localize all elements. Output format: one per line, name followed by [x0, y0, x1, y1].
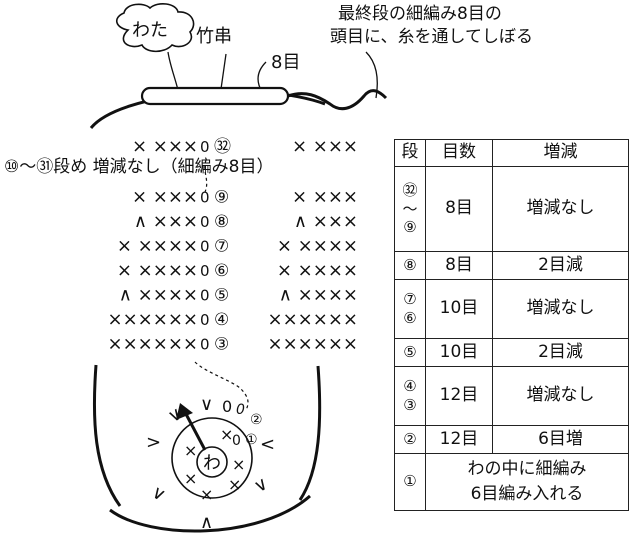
svg-text:<: <	[260, 434, 275, 455]
chain-label: 0	[232, 433, 241, 449]
svg-text:0: 0	[236, 402, 245, 418]
header-count: 目数	[425, 139, 493, 167]
magic-ring: わ × 0 ① × × × × × ∨ 0 0 ② < ∨ ∧ ∨ > ∨	[146, 394, 275, 533]
table-row: ⑦ ⑥ 10目 増減なし	[394, 279, 629, 339]
row-number-cell: ⑧	[394, 251, 426, 280]
svg-text:×: ×	[200, 485, 213, 504]
chain-stitch-mark: 0	[200, 213, 210, 231]
skewer-label: 竹串	[196, 26, 232, 47]
round1-label: ①	[245, 432, 258, 448]
svg-text:×: ×	[220, 425, 233, 444]
ring-center-label: わ	[203, 453, 221, 474]
row-number-cell: ⑦ ⑥	[394, 279, 426, 339]
chart-row-number: ④	[214, 310, 229, 330]
first-round-note-cell: わの中に細編み 6目編み入れる	[425, 453, 629, 511]
chart-row-left-stitches: × ××××	[117, 260, 198, 281]
chart-row-right-stitches: × ×××	[292, 136, 358, 157]
stitch-count-cell: 10目	[425, 279, 493, 339]
rows-note: ⑩〜㉛段め 増減なし（細編み8目）	[4, 157, 273, 177]
chain-stitch-mark: 0	[200, 311, 210, 329]
svg-text:>: >	[146, 432, 161, 453]
chart-row-right-stitches: × ××××	[277, 260, 358, 281]
table-row: ⑤ 10目 2目減	[394, 338, 629, 367]
chart-row-right-stitches: × ×××	[292, 187, 358, 208]
chart-row-number: ⑥	[214, 261, 229, 281]
svg-text:∨: ∨	[200, 394, 213, 415]
stitch-count-cell: 12目	[425, 425, 493, 454]
row-number-cell: ②	[394, 425, 426, 454]
stitch-count-cell: 12目	[425, 366, 493, 426]
chart-row-right-stitches: ∧ ××××	[279, 285, 358, 306]
chain-stitch-mark: 0	[200, 238, 210, 256]
chart-row-left-stitches: × ××××	[117, 236, 198, 257]
skewer	[140, 86, 290, 106]
chart-row-number: ⑤	[214, 286, 229, 306]
svg-text:∧: ∧	[200, 512, 213, 533]
row-number-cell: ④ ③	[394, 366, 426, 426]
row-number-cell: ⑤	[394, 338, 426, 367]
chart-row-number: ㉜	[214, 137, 231, 157]
chart-row-right-stitches: × ××××	[277, 236, 358, 257]
round2-label: ②	[250, 412, 263, 428]
table-row: ㉜ 〜 ⑨ 8目 増減なし	[394, 166, 629, 252]
row-count-table: 段 目数 増減 ㉜ 〜 ⑨ 8目 増減なし ⑧ 8目 2目減	[394, 139, 629, 511]
chart-row-left-stitches: × ×××	[132, 136, 198, 157]
change-cell: 2目減	[492, 338, 629, 367]
chart-row-left-stitches: ××××××	[108, 334, 199, 355]
chart-row-number: ⑧	[214, 212, 229, 232]
chain-stitch-mark: 0	[200, 287, 210, 305]
table-row: ⑧ 8目 2目減	[394, 251, 629, 280]
chart-row-number: ⑦	[214, 237, 229, 257]
top-note-line1: 最終段の細編み8目の	[338, 4, 502, 24]
chart-row-right-stitches: ××××××	[268, 309, 359, 330]
eight-stitches-label: 8目	[271, 52, 300, 73]
svg-text:×: ×	[232, 455, 245, 474]
chart-row-number: ⑨	[214, 188, 229, 208]
svg-text:∨: ∨	[148, 481, 170, 506]
chart-row-left-stitches: × ×××	[132, 187, 198, 208]
chain-stitch-mark: 0	[200, 189, 210, 207]
chain-stitch-mark: 0	[200, 262, 210, 280]
stitch-count-cell: 10目	[425, 338, 493, 367]
chain-stitch-mark: 0	[200, 138, 210, 156]
svg-text:×: ×	[184, 469, 197, 488]
top-note-line2: 頭目に、糸を通してしぼる	[330, 27, 533, 47]
row-number-cell: ①	[394, 453, 426, 511]
first-round-note-line2: 6目編み入れる	[470, 484, 584, 504]
header-change: 増減	[492, 139, 629, 167]
table-row: ① わの中に細編み 6目編み入れる	[394, 453, 629, 511]
change-cell: 増減なし	[492, 279, 629, 339]
chart-row-left-stitches: ××××××	[108, 309, 199, 330]
svg-text:0: 0	[222, 397, 232, 416]
chart-row-left-stitches: ∧ ×××	[134, 211, 198, 232]
header-dan: 段	[394, 139, 426, 167]
svg-text:×: ×	[184, 441, 197, 460]
chart-row-right-stitches: ××××××	[268, 334, 359, 355]
chart-row-number: ③	[214, 335, 229, 355]
change-cell: 6目増	[492, 425, 629, 454]
chart-row-left-stitches: ∧ ××××	[119, 285, 198, 306]
wata-label: わた	[132, 20, 168, 41]
change-cell: 2目減	[492, 251, 629, 280]
stitch-count-cell: 8目	[425, 251, 493, 280]
change-cell: 増減なし	[492, 166, 629, 252]
table-row: ④ ③ 12目 増減なし	[394, 366, 629, 426]
chart-row-right-stitches: ∧ ×××	[294, 211, 358, 232]
row-number-cell: ㉜ 〜 ⑨	[394, 166, 426, 252]
svg-text:×: ×	[228, 475, 241, 494]
first-round-note-line1: わの中に細編み	[467, 459, 587, 480]
svg-text:∨: ∨	[250, 473, 272, 498]
stitch-count-cell: 8目	[425, 166, 493, 252]
table-row: ② 12目 6目増	[394, 425, 629, 454]
stuffing-cloud: わた	[116, 3, 195, 99]
change-cell: 増減なし	[492, 366, 629, 426]
chain-stitch-mark: 0	[200, 336, 210, 354]
